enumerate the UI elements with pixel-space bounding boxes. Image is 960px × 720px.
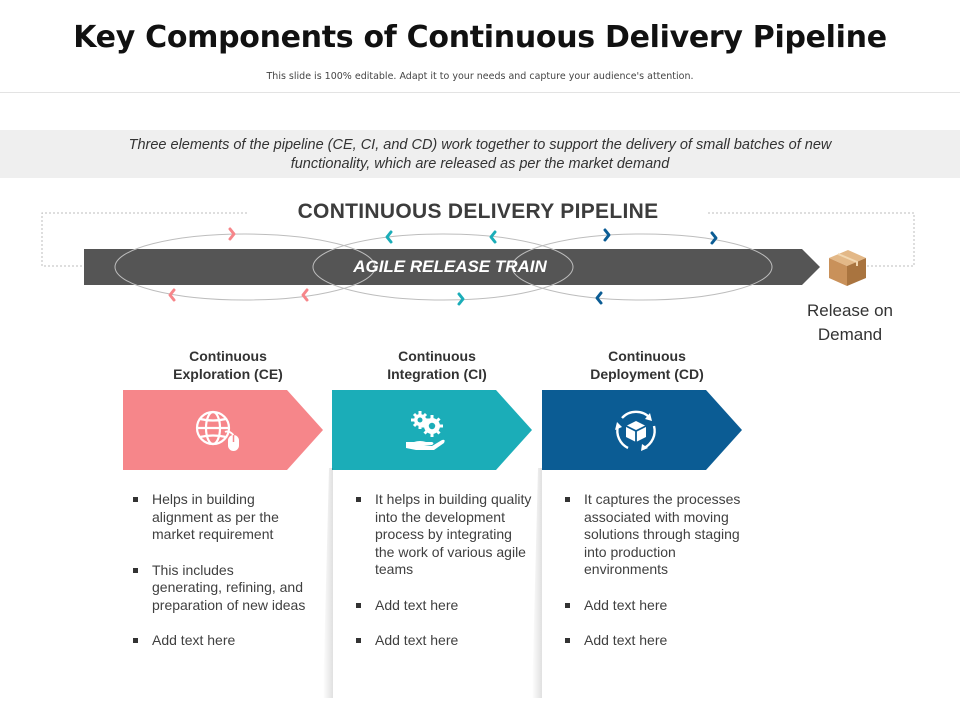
ci-loop-chevron-1 bbox=[385, 230, 393, 244]
ce-loop-chevron-3 bbox=[301, 288, 309, 302]
feedback-loop-line bbox=[41, 212, 255, 267]
release-train-arrow bbox=[84, 249, 820, 285]
page-title: Key Components of Continuous Delivery Pi… bbox=[73, 20, 887, 55]
stage-ci-title: Continuous Integration (CI) bbox=[337, 347, 537, 383]
stage-ci-title-line2: Integration (CI) bbox=[387, 366, 487, 382]
stage-ce-title-line1: Continuous bbox=[189, 348, 267, 364]
ce-loop bbox=[114, 233, 376, 301]
list-item: Add text here bbox=[354, 597, 532, 615]
ci-loop bbox=[312, 233, 574, 301]
column-divider-1 bbox=[323, 468, 333, 698]
gears-hand-icon bbox=[406, 411, 445, 450]
cd-loop-chevron-2 bbox=[710, 231, 718, 245]
list-item: Add text here bbox=[354, 632, 532, 650]
stage-cd-title-line1: Continuous bbox=[608, 348, 686, 364]
pipeline-title: CONTINUOUS DELIVERY PIPELINE bbox=[248, 200, 708, 224]
intro-band bbox=[0, 130, 960, 178]
stage-ci-chevron bbox=[332, 390, 532, 470]
stage-ci-title-line1: Continuous bbox=[398, 348, 476, 364]
ce-loop-chevron-1 bbox=[228, 227, 236, 241]
list-item: Add text here bbox=[131, 632, 306, 650]
list-item: This includes generating, refining, and … bbox=[131, 562, 306, 615]
cube-cycle-icon bbox=[615, 410, 656, 451]
globe-mouse-icon bbox=[195, 410, 239, 451]
cd-loop-chevron-1 bbox=[603, 228, 611, 242]
list-item: It helps in building quality into the de… bbox=[354, 491, 532, 579]
feedback-loop-line-right bbox=[700, 212, 915, 267]
stage-ce-shape bbox=[123, 390, 323, 470]
package-box-icon bbox=[829, 250, 866, 286]
list-item: Helps in building alignment as per the m… bbox=[131, 491, 306, 544]
column-divider-2 bbox=[532, 468, 542, 698]
cd-loop bbox=[511, 233, 773, 301]
stage-cd-title: Continuous Deployment (CD) bbox=[547, 347, 747, 383]
stage-ci-bullets: It helps in building quality into the de… bbox=[354, 491, 532, 668]
release-train-label: AGILE RELEASE TRAIN bbox=[353, 257, 547, 276]
ci-loop-chevron-2 bbox=[489, 230, 497, 244]
list-item: It captures the processes associated wit… bbox=[563, 491, 741, 579]
release-on-demand-label: Release on Demand bbox=[780, 299, 920, 347]
ce-loop-chevron-2 bbox=[168, 288, 176, 302]
header-divider bbox=[0, 92, 960, 93]
stage-cd-chevron bbox=[542, 390, 742, 470]
stage-ce-chevron bbox=[123, 390, 323, 470]
ci-loop-chevron-3 bbox=[457, 292, 465, 306]
release-label-line2: Demand bbox=[817, 325, 883, 344]
stage-cd-title-line2: Deployment (CD) bbox=[590, 366, 704, 382]
page-subtitle: This slide is 100% editable. Adapt it to… bbox=[266, 71, 694, 82]
stage-ce-bullets: Helps in building alignment as per the m… bbox=[131, 491, 306, 668]
stage-ce-title: Continuous Exploration (CE) bbox=[128, 347, 328, 383]
stage-ce-title-line2: Exploration (CE) bbox=[173, 366, 283, 382]
release-label-line1: Release on bbox=[806, 301, 893, 320]
list-item: Add text here bbox=[563, 632, 741, 650]
stage-cd-bullets: It captures the processes associated wit… bbox=[563, 491, 741, 668]
cd-loop-chevron-3 bbox=[595, 291, 603, 305]
intro-text: Three elements of the pipeline (CE, CI, … bbox=[128, 137, 832, 172]
list-item: Add text here bbox=[563, 597, 741, 615]
